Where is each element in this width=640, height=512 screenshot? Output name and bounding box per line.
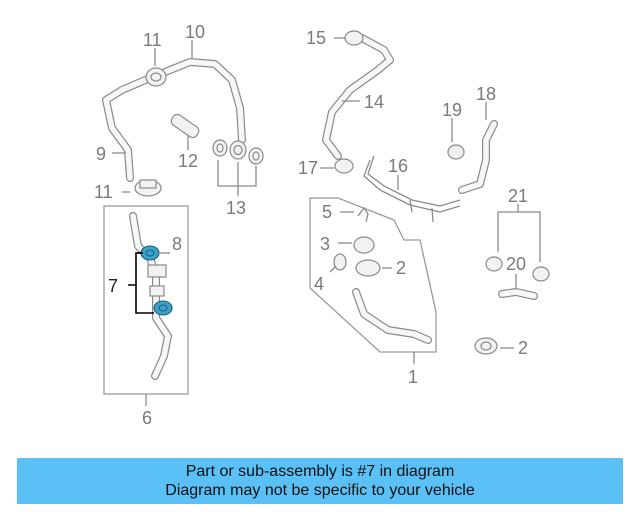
- clamp-5[interactable]: [357, 206, 369, 223]
- parts-inside-1: [333, 206, 381, 277]
- clamp-15[interactable]: [344, 30, 364, 46]
- banner-line-2: Diagram may not be specific to your vehi…: [165, 482, 475, 499]
- hose-18[interactable]: [458, 120, 498, 194]
- leaders-right-inner: [329, 211, 415, 364]
- breather-pipe-group: [102, 58, 264, 197]
- clamp-21b[interactable]: [532, 266, 550, 282]
- ring-4[interactable]: [333, 253, 347, 271]
- leaders-left: [112, 40, 193, 154]
- callout-15: 15: [306, 28, 326, 48]
- clamp-17[interactable]: [334, 158, 354, 174]
- callout-14: 14: [364, 92, 384, 112]
- clamp-19[interactable]: [447, 144, 465, 160]
- callout-2-inner: 2: [396, 258, 406, 278]
- hose-1[interactable]: [352, 288, 432, 344]
- callout-12: 12: [178, 151, 198, 171]
- pipe-16-group[interactable]: [363, 155, 461, 223]
- callout-2-outer: 2: [518, 338, 528, 358]
- pipe-14-group[interactable]: [322, 30, 394, 174]
- callout-1: 1: [408, 367, 418, 387]
- parts-diagram: 11 10 9 12 11 13 8 7 6 15 14 17 16 19 18…: [94, 22, 550, 428]
- callout-16: 16: [388, 156, 408, 176]
- callout-11-bottom: 11: [94, 182, 113, 202]
- leaders-right-top: [320, 37, 399, 190]
- callout-6: 6: [142, 408, 152, 428]
- clamp-21a[interactable]: [485, 256, 503, 272]
- pipe-fitting-12[interactable]: [169, 112, 200, 139]
- info-banner: Part or sub-assembly is #7 in diagram Di…: [17, 458, 623, 504]
- hose-assembly-6[interactable]: [129, 212, 172, 380]
- fitting-3[interactable]: [353, 236, 375, 254]
- callout-21: 21: [508, 186, 528, 206]
- callout-labels: 11 10 9 12 11 13 8 7 6 15 14 17 16 19 18…: [94, 22, 528, 428]
- clamp-2-inner[interactable]: [355, 259, 381, 277]
- assembly-1-frame: [309, 197, 437, 353]
- callout-13: 13: [226, 198, 246, 218]
- banner-line-1: Part or sub-assembly is #7 in diagram: [185, 463, 455, 480]
- callout-5: 5: [322, 202, 332, 222]
- callout-18: 18: [476, 84, 496, 104]
- callout-11-top: 11: [143, 30, 162, 50]
- callout-4: 4: [314, 274, 324, 294]
- callout-20: 20: [506, 254, 526, 274]
- connector-8[interactable]: [147, 264, 167, 278]
- callout-3: 3: [320, 234, 330, 254]
- callout-7: 7: [108, 276, 118, 296]
- callout-8: 8: [172, 234, 182, 254]
- callout-19: 19: [442, 100, 462, 120]
- callout-9: 9: [96, 144, 106, 164]
- clamp-2-outer[interactable]: [474, 337, 498, 355]
- hose-20[interactable]: [498, 288, 538, 300]
- callout-10: 10: [185, 22, 205, 42]
- callout-17: 17: [298, 158, 318, 178]
- clamp-7-highlight[interactable]: [128, 245, 173, 316]
